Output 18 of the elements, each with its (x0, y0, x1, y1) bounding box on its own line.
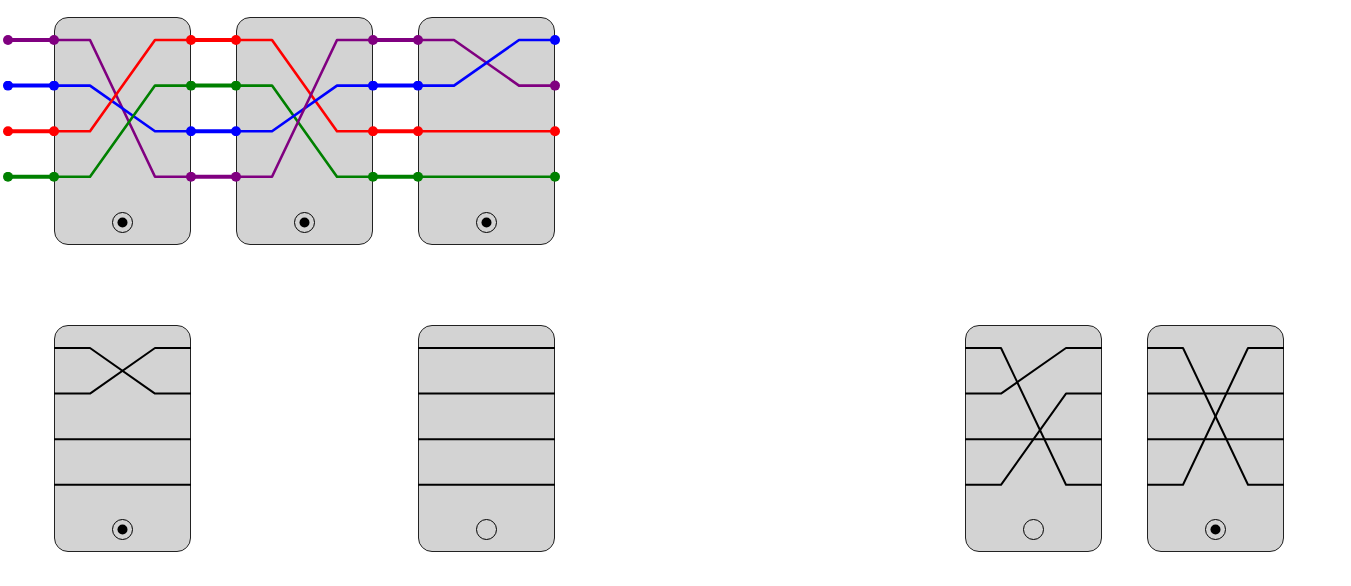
switch-box (54, 17, 191, 245)
switch-box (236, 17, 373, 245)
switch-box (418, 325, 555, 552)
wire-connector (3, 80, 59, 91)
wire-connector (186, 35, 241, 45)
switch-box (54, 325, 191, 552)
wire-connector (3, 126, 59, 137)
wire-connector (186, 171, 241, 182)
wire-connector (368, 35, 423, 45)
wire-connector (3, 171, 59, 182)
wire-connector (368, 126, 423, 137)
wire-connector (186, 126, 241, 137)
wire-connector (368, 171, 423, 182)
wire-connector (368, 80, 423, 91)
switch-box (965, 325, 1102, 552)
wire-connector (186, 80, 241, 91)
switch-box (1147, 325, 1284, 552)
wire-connector (3, 35, 59, 45)
